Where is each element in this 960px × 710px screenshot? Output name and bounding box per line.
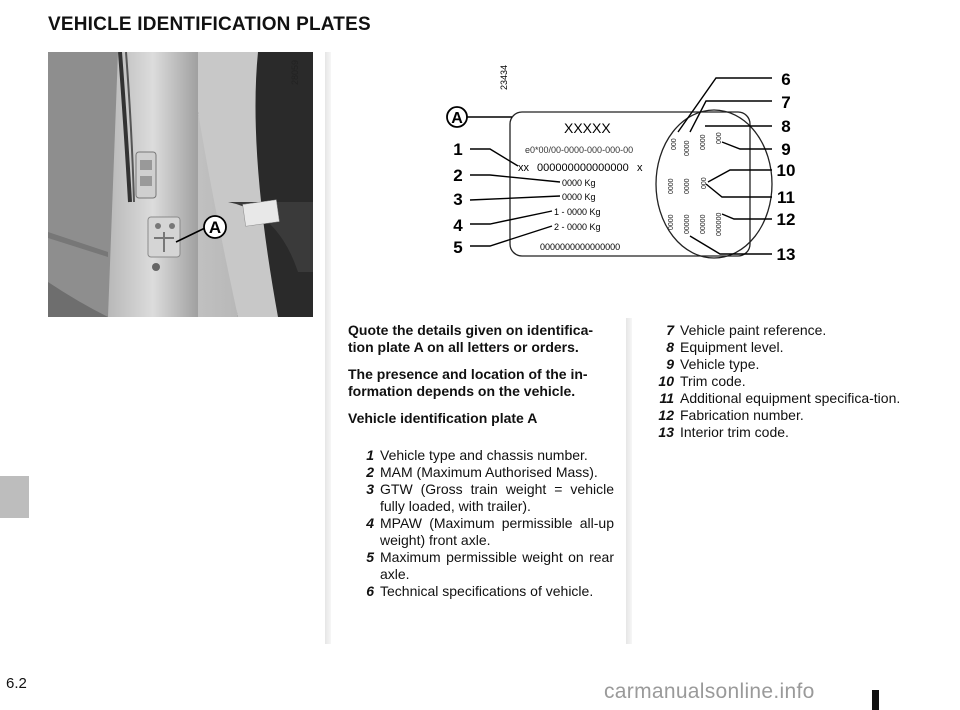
text-column-right: 7 Vehicle paint reference. 8 Equipment lev… [648,322,912,441]
item-number: 8 [666,339,674,355]
plate-subheading: Vehicle identification plate A [348,410,538,426]
item-number: 12 [658,407,674,423]
callout-number-13: 13 [777,245,796,264]
oval-code: 0000 [684,178,691,194]
item-number: 7 [666,322,674,338]
item-number: 2 [366,464,374,480]
page-title: VEHICLE IDENTIFICATION PLATES [48,14,371,35]
item-number: 13 [658,424,674,440]
item-text: Fabrication number. [680,407,804,423]
callout-number-4: 4 [453,216,463,235]
item-number: 5 [366,549,374,565]
callout-number-3: 3 [453,190,462,209]
identification-plate-diagram: 23434 A XXXXX e0*00/00-0000-000-000-00 x… [446,65,796,264]
callout-number-11: 11 [777,188,795,207]
item-text: MPAW (Maximum permissible all-up weight)… [380,515,614,548]
chapter-tab [0,476,29,518]
text-column-left: Quote the details given on identifica-ti… [348,322,614,600]
item-number: 10 [658,373,674,389]
list-item: 8 Equipment level. [648,339,912,356]
list-item: 2 MAM (Maximum Authorised Mass). [348,464,614,481]
plate-xx: xx [518,162,530,174]
photo-reference-code: 28059 [290,60,300,86]
list-item: 5 Maximum permissible weight on rear axle… [348,549,614,583]
item-number: 6 [366,583,374,599]
door-pillar-photo: A [48,52,313,317]
plate-label-a: A [451,110,463,127]
callout-a-marker: A [203,215,227,239]
plate-x: x [637,162,643,174]
weight-front-axle: 1 - 0000 Kg [554,207,601,217]
oval-code: 000 [701,177,708,189]
callout-number-12: 12 [777,210,796,229]
oval-code: 0000 [668,178,675,194]
oval-code: 00000 [684,214,691,234]
item-text: MAM (Maximum Authorised Mass). [380,464,598,480]
diagram-reference-code: 23434 [499,65,509,90]
column-divider [325,52,331,644]
list-item: 6 Technical specifications of vehicle. [348,583,614,600]
oval-code: 00000 [700,214,707,234]
item-text: Equipment level. [680,339,784,355]
list-item: 7 Vehicle paint reference. [648,322,912,339]
oval-code: 0000 [684,140,691,156]
item-text: Additional equipment specifica-tion. [680,390,901,406]
item-number: 1 [366,447,374,463]
item-text: Vehicle type and chassis number. [380,447,588,463]
watermark-text: carmanualsonline.info [604,680,815,703]
callout-number-6: 6 [781,70,790,89]
instruction-paragraph: Quote the details given on identifica-ti… [348,322,594,355]
corner-mark [872,690,879,710]
oval-code: 000000 [716,213,723,236]
item-number: 9 [666,356,674,372]
list-item: 11 Additional equipment specifica-tion. [648,390,912,407]
page-number: 6.2 [6,675,27,692]
list-item: 9 Vehicle type. [648,356,912,373]
oval-code: 0000 [700,134,707,150]
oval-code: 000 [671,138,678,150]
item-text: Maximum permissible weight on rear axle. [380,549,614,582]
list-item: 12 Fabrication number. [648,407,912,424]
weight-rear-axle: 2 - 0000 Kg [554,222,601,232]
column-divider [626,318,632,644]
callout-number-2: 2 [453,166,462,185]
callout-number-1: 1 [453,140,462,159]
weight-gtw: 0000 Kg [562,192,596,202]
list-item: 10 Trim code. [648,373,912,390]
callout-number-7: 7 [781,93,790,112]
item-text: Interior trim code. [680,424,789,440]
callout-number-5: 5 [453,238,462,257]
callout-number-9: 9 [781,140,790,159]
list-item: 3 GTW (Gross train weight = vehicle fully… [348,481,614,515]
item-text: Vehicle type. [680,356,760,372]
item-text: GTW (Gross train weight = vehicle fully … [380,481,614,514]
item-text: Technical specifications of vehicle. [380,583,594,599]
item-text: Vehicle paint reference. [680,322,827,338]
item-number: 11 [659,390,674,406]
plate-header: XXXXX [564,120,611,136]
photo-callout-letter: A [209,218,221,237]
item-number: 4 [366,515,374,531]
list-item: 1 Vehicle type and chassis number. [348,447,614,464]
fabrication-code: 0000000000000000 [540,242,620,252]
vin-number: 000000000000000 [537,162,629,174]
callout-number-8: 8 [781,117,790,136]
oval-code: 000 [716,132,723,144]
item-text: Trim code. [680,373,746,389]
approval-number: e0*00/00-0000-000-000-00 [525,145,633,155]
list-item: 13 Interior trim code. [648,424,912,441]
item-number: 3 [366,481,374,497]
oval-code: 0000 [668,214,675,230]
callout-number-10: 10 [777,161,796,180]
note-paragraph: The presence and location of the in-form… [348,366,588,399]
list-item: 4 MPAW (Maximum permissible all-up weight… [348,515,614,549]
weight-mam: 0000 Kg [562,178,596,188]
